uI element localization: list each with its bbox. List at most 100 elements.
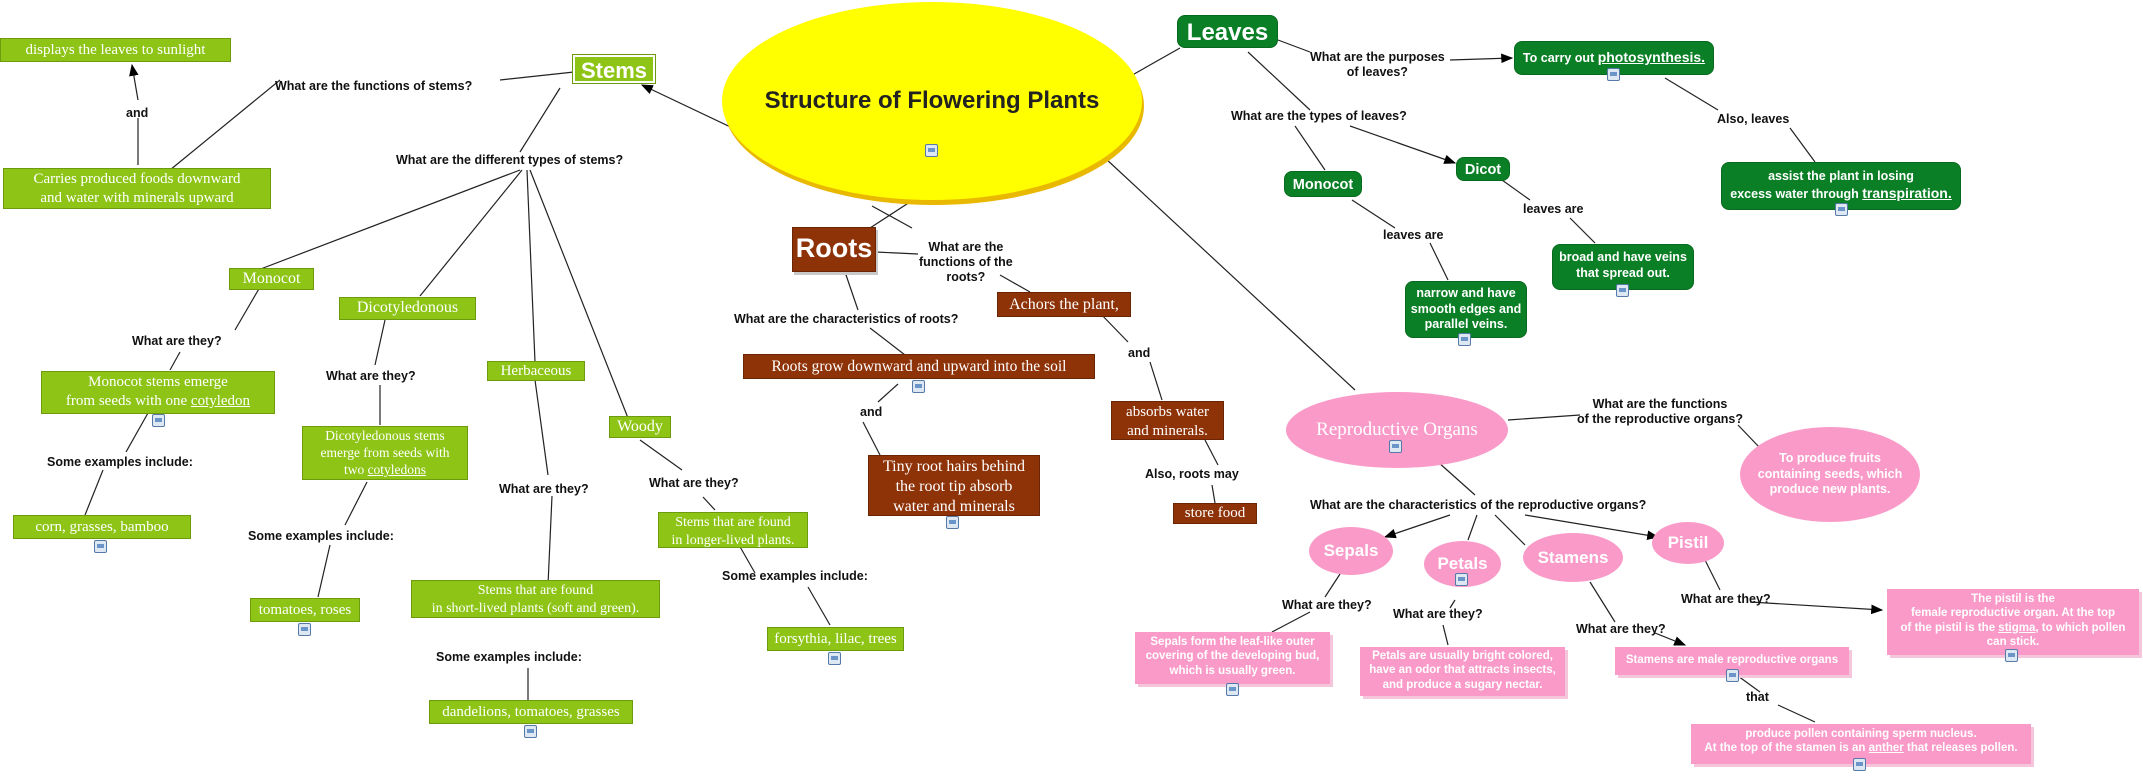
stems-function-sunlight[interactable]: displays the leaves to sunlight: [0, 38, 231, 62]
picture-icon[interactable]: [1458, 333, 1471, 346]
roots-q-line-1: What are the: [928, 240, 1004, 254]
roots-anchor-node[interactable]: Achors the plant,: [997, 292, 1131, 317]
leaves-narrow-node[interactable]: narrow and have smooth edges and paralle…: [1405, 281, 1527, 338]
herb-desc-line-1: Stems that are found: [477, 583, 594, 598]
cotyledon-link[interactable]: cotyledon: [190, 392, 251, 409]
transport-line-2: and water with minerals upward: [40, 189, 234, 206]
sepals-label: Sepals: [1323, 541, 1379, 561]
fruits-line-2: containing seeds, which: [1757, 466, 1903, 481]
absorb-line-2: and minerals.: [1127, 422, 1208, 439]
stamens-node[interactable]: Stamens: [1523, 533, 1623, 582]
stems-node[interactable]: Stems: [572, 54, 656, 84]
leaves-purpose-question: What are the purposes of leaves?: [1310, 50, 1445, 80]
dicot-examples-question: Some examples include:: [248, 529, 394, 543]
leaves-monocot-node[interactable]: Monocot: [1284, 171, 1362, 197]
anchor-text: Achors the plant,: [1009, 296, 1119, 313]
herb-examples-question: Some examples include:: [436, 650, 582, 664]
stems-woody-examples[interactable]: forsythia, lilac, trees: [767, 627, 904, 651]
roots-characteristics-question: What are the characteristics of roots?: [734, 312, 959, 326]
picture-icon[interactable]: [946, 516, 959, 529]
picture-icon[interactable]: [912, 380, 925, 393]
leaves-dicot-node[interactable]: Dicot: [1456, 157, 1510, 181]
picture-icon[interactable]: [1455, 573, 1468, 586]
stigma-link[interactable]: stigma: [1998, 621, 2036, 634]
narrow-line-2: smooth edges and: [1410, 301, 1522, 316]
woody-examples-text: forsythia, lilac, trees: [774, 631, 897, 647]
pollen-post: that releases pollen.: [1903, 742, 2018, 755]
leaves-transpiration-node[interactable]: assist the plant in losing excess water …: [1721, 162, 1961, 210]
trans-line-2: excess water through transpiration.: [1722, 185, 1960, 203]
stems-herbaceous-description[interactable]: Stems that are found in short-lived plan…: [411, 580, 660, 618]
stems-monocot-question: What are they?: [132, 334, 222, 348]
cotyledons-link[interactable]: cotyledons: [367, 461, 427, 477]
petals-question: What are they?: [1393, 607, 1483, 621]
leaves-broad-node[interactable]: broad and have veins that spread out.: [1552, 244, 1694, 290]
store-text: store food: [1184, 505, 1246, 521]
picture-icon[interactable]: [1226, 683, 1239, 696]
repro-characteristics-question: What are the characteristics of the repr…: [1310, 498, 1647, 512]
roots-node[interactable]: Roots: [792, 227, 876, 272]
stems-monocot-examples[interactable]: corn, grasses, bamboo: [13, 515, 191, 539]
stems-functions-question: What are the functions of stems?: [275, 79, 473, 93]
roots-absorb-node[interactable]: absorbs water and minerals.: [1111, 401, 1224, 440]
stems-dicot-examples[interactable]: tomatoes, roses: [250, 598, 360, 622]
petals-description[interactable]: Petals are usually bright colored, have …: [1360, 647, 1565, 696]
trans-line-1: assist the plant in losing: [1768, 169, 1914, 183]
picture-icon[interactable]: [524, 725, 537, 738]
mono-desc-line-2: from seeds with one cotyledon: [42, 392, 274, 411]
fruits-line-3: produce new plants.: [1769, 482, 1891, 497]
stems-monocot-description[interactable]: Monocot stems emerge from seeds with one…: [41, 371, 275, 414]
picture-icon[interactable]: [1853, 758, 1866, 771]
broad-line-2: that spread out.: [1576, 265, 1670, 280]
picture-icon[interactable]: [925, 144, 938, 157]
note-icon[interactable]: [1607, 68, 1620, 81]
note-icon[interactable]: [152, 414, 165, 427]
note-icon[interactable]: [1835, 203, 1848, 216]
picture-icon[interactable]: [94, 540, 107, 553]
pollen-line-1: produce pollen containing sperm nucleus.: [1745, 728, 1977, 740]
photo-pre: To carry out: [1522, 51, 1598, 65]
purpose-q-line-2: of leaves?: [1346, 65, 1408, 79]
stems-woody-description[interactable]: Stems that are found in longer-lived pla…: [658, 512, 808, 548]
stems-monocot-node[interactable]: Monocot: [229, 268, 314, 290]
roots-grow-node[interactable]: Roots grow downward and upward into the …: [743, 354, 1095, 379]
central-topic[interactable]: Structure of Flowering Plants: [722, 2, 1142, 200]
picture-icon[interactable]: [828, 652, 841, 665]
anther-link[interactable]: anther: [1868, 742, 1904, 755]
picture-icon[interactable]: [2005, 649, 2018, 662]
roots-store-node[interactable]: store food: [1173, 503, 1257, 524]
stems-woody-node[interactable]: Woody: [609, 416, 671, 438]
picture-icon[interactable]: [298, 623, 311, 636]
mono-examples-question: Some examples include:: [47, 455, 193, 469]
sepals-description[interactable]: Sepals form the leaf-like outer covering…: [1135, 632, 1330, 684]
sepals-node[interactable]: Sepals: [1309, 527, 1393, 575]
picture-icon[interactable]: [1726, 669, 1739, 682]
stems-dicot-node[interactable]: Dicotyledonous: [339, 297, 476, 320]
repro-fruits-node[interactable]: To produce fruits containing seeds, whic…: [1740, 427, 1920, 522]
pistil-description[interactable]: The pistil is the female reproductive or…: [1887, 589, 2139, 655]
mono-examples-text: corn, grasses, bamboo: [35, 519, 169, 535]
sunlight-text: displays the leaves to sunlight: [25, 42, 206, 58]
stems-herbaceous-node[interactable]: Herbaceous: [487, 361, 585, 381]
stems-dicot-description[interactable]: Dicotyledonous stems emerge from seeds w…: [302, 426, 468, 480]
fruits-line-1: To produce fruits: [1779, 451, 1881, 466]
stems-dicot-label: Dicotyledonous: [356, 299, 459, 316]
pistil-post: , to which pollen: [2035, 621, 2126, 634]
pistil-node[interactable]: Pistil: [1652, 522, 1724, 564]
hairs-line-1: Tiny root hairs behind: [882, 458, 1026, 475]
reproductive-organs-node[interactable]: Reproductive Organs: [1286, 392, 1508, 468]
pollen-description[interactable]: produce pollen containing sperm nucleus.…: [1691, 724, 2031, 764]
stamens-desc-text: Stamens are male reproductive organs: [1625, 654, 1839, 666]
picture-icon[interactable]: [1389, 440, 1402, 453]
stems-function-transport[interactable]: Carries produced foods downward and wate…: [3, 168, 271, 209]
sepals-question: What are they?: [1282, 598, 1372, 612]
stems-herbaceous-examples[interactable]: dandelions, tomatoes, grasses: [429, 700, 633, 724]
leaves-monocot-label: Monocot: [1292, 177, 1354, 193]
picture-icon[interactable]: [1616, 284, 1629, 297]
roots-hairs-node[interactable]: Tiny root hairs behind the root tip abso…: [868, 455, 1040, 516]
petals-line-1: Petals are usually bright colored,: [1372, 650, 1553, 662]
transpiration-link[interactable]: transpiration.: [1862, 184, 1952, 201]
photosynthesis-link[interactable]: photosynthesis.: [1597, 49, 1706, 65]
sepals-line-3: which is usually green.: [1169, 664, 1296, 677]
leaves-node[interactable]: Leaves: [1177, 15, 1278, 48]
